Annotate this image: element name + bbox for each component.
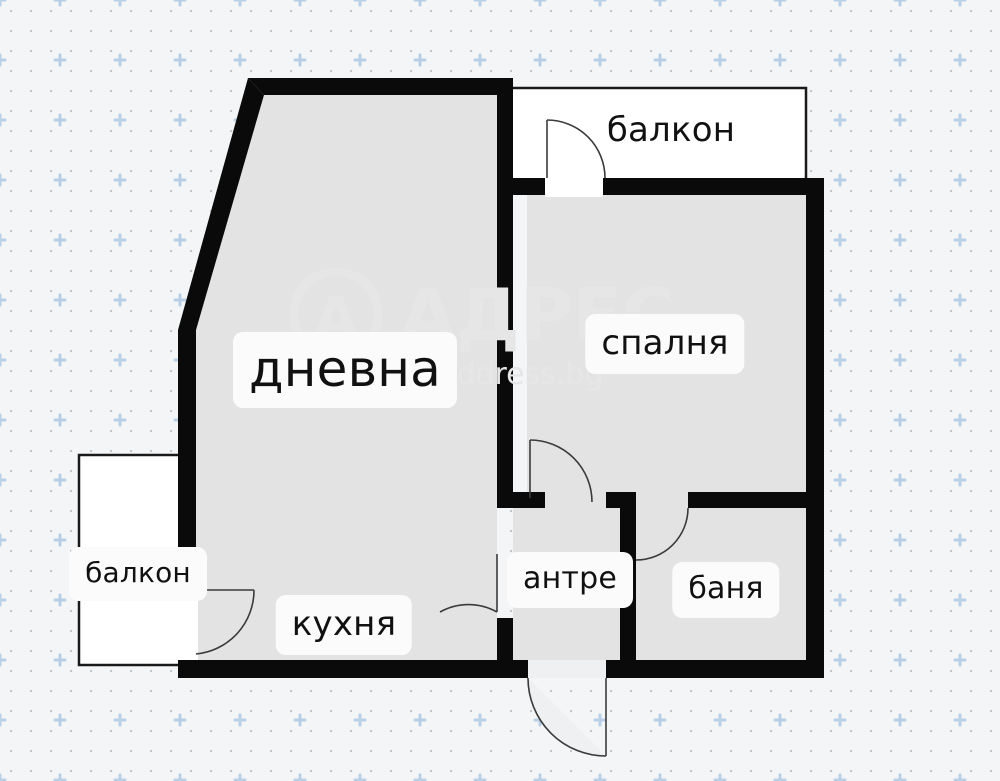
room-label-living-room: дневна — [232, 332, 458, 408]
room-label-balcony-left: балкон — [69, 547, 207, 601]
door-gap-balcony-left — [178, 588, 198, 660]
door-kitchen — [439, 554, 498, 613]
door-entrance — [527, 677, 607, 757]
room-label-balcony-top: балкон — [606, 110, 736, 150]
room-label-kitchen: кухня — [275, 595, 413, 655]
door-bathroom — [635, 507, 689, 561]
room-label-hallway: антре — [507, 552, 633, 608]
balcony-top-shape — [505, 86, 808, 183]
room-label-bathroom: баня — [672, 562, 780, 618]
door-balcony-top — [546, 119, 606, 179]
room-label-bedroom: спалня — [585, 314, 745, 374]
door-bedroom — [529, 439, 593, 503]
